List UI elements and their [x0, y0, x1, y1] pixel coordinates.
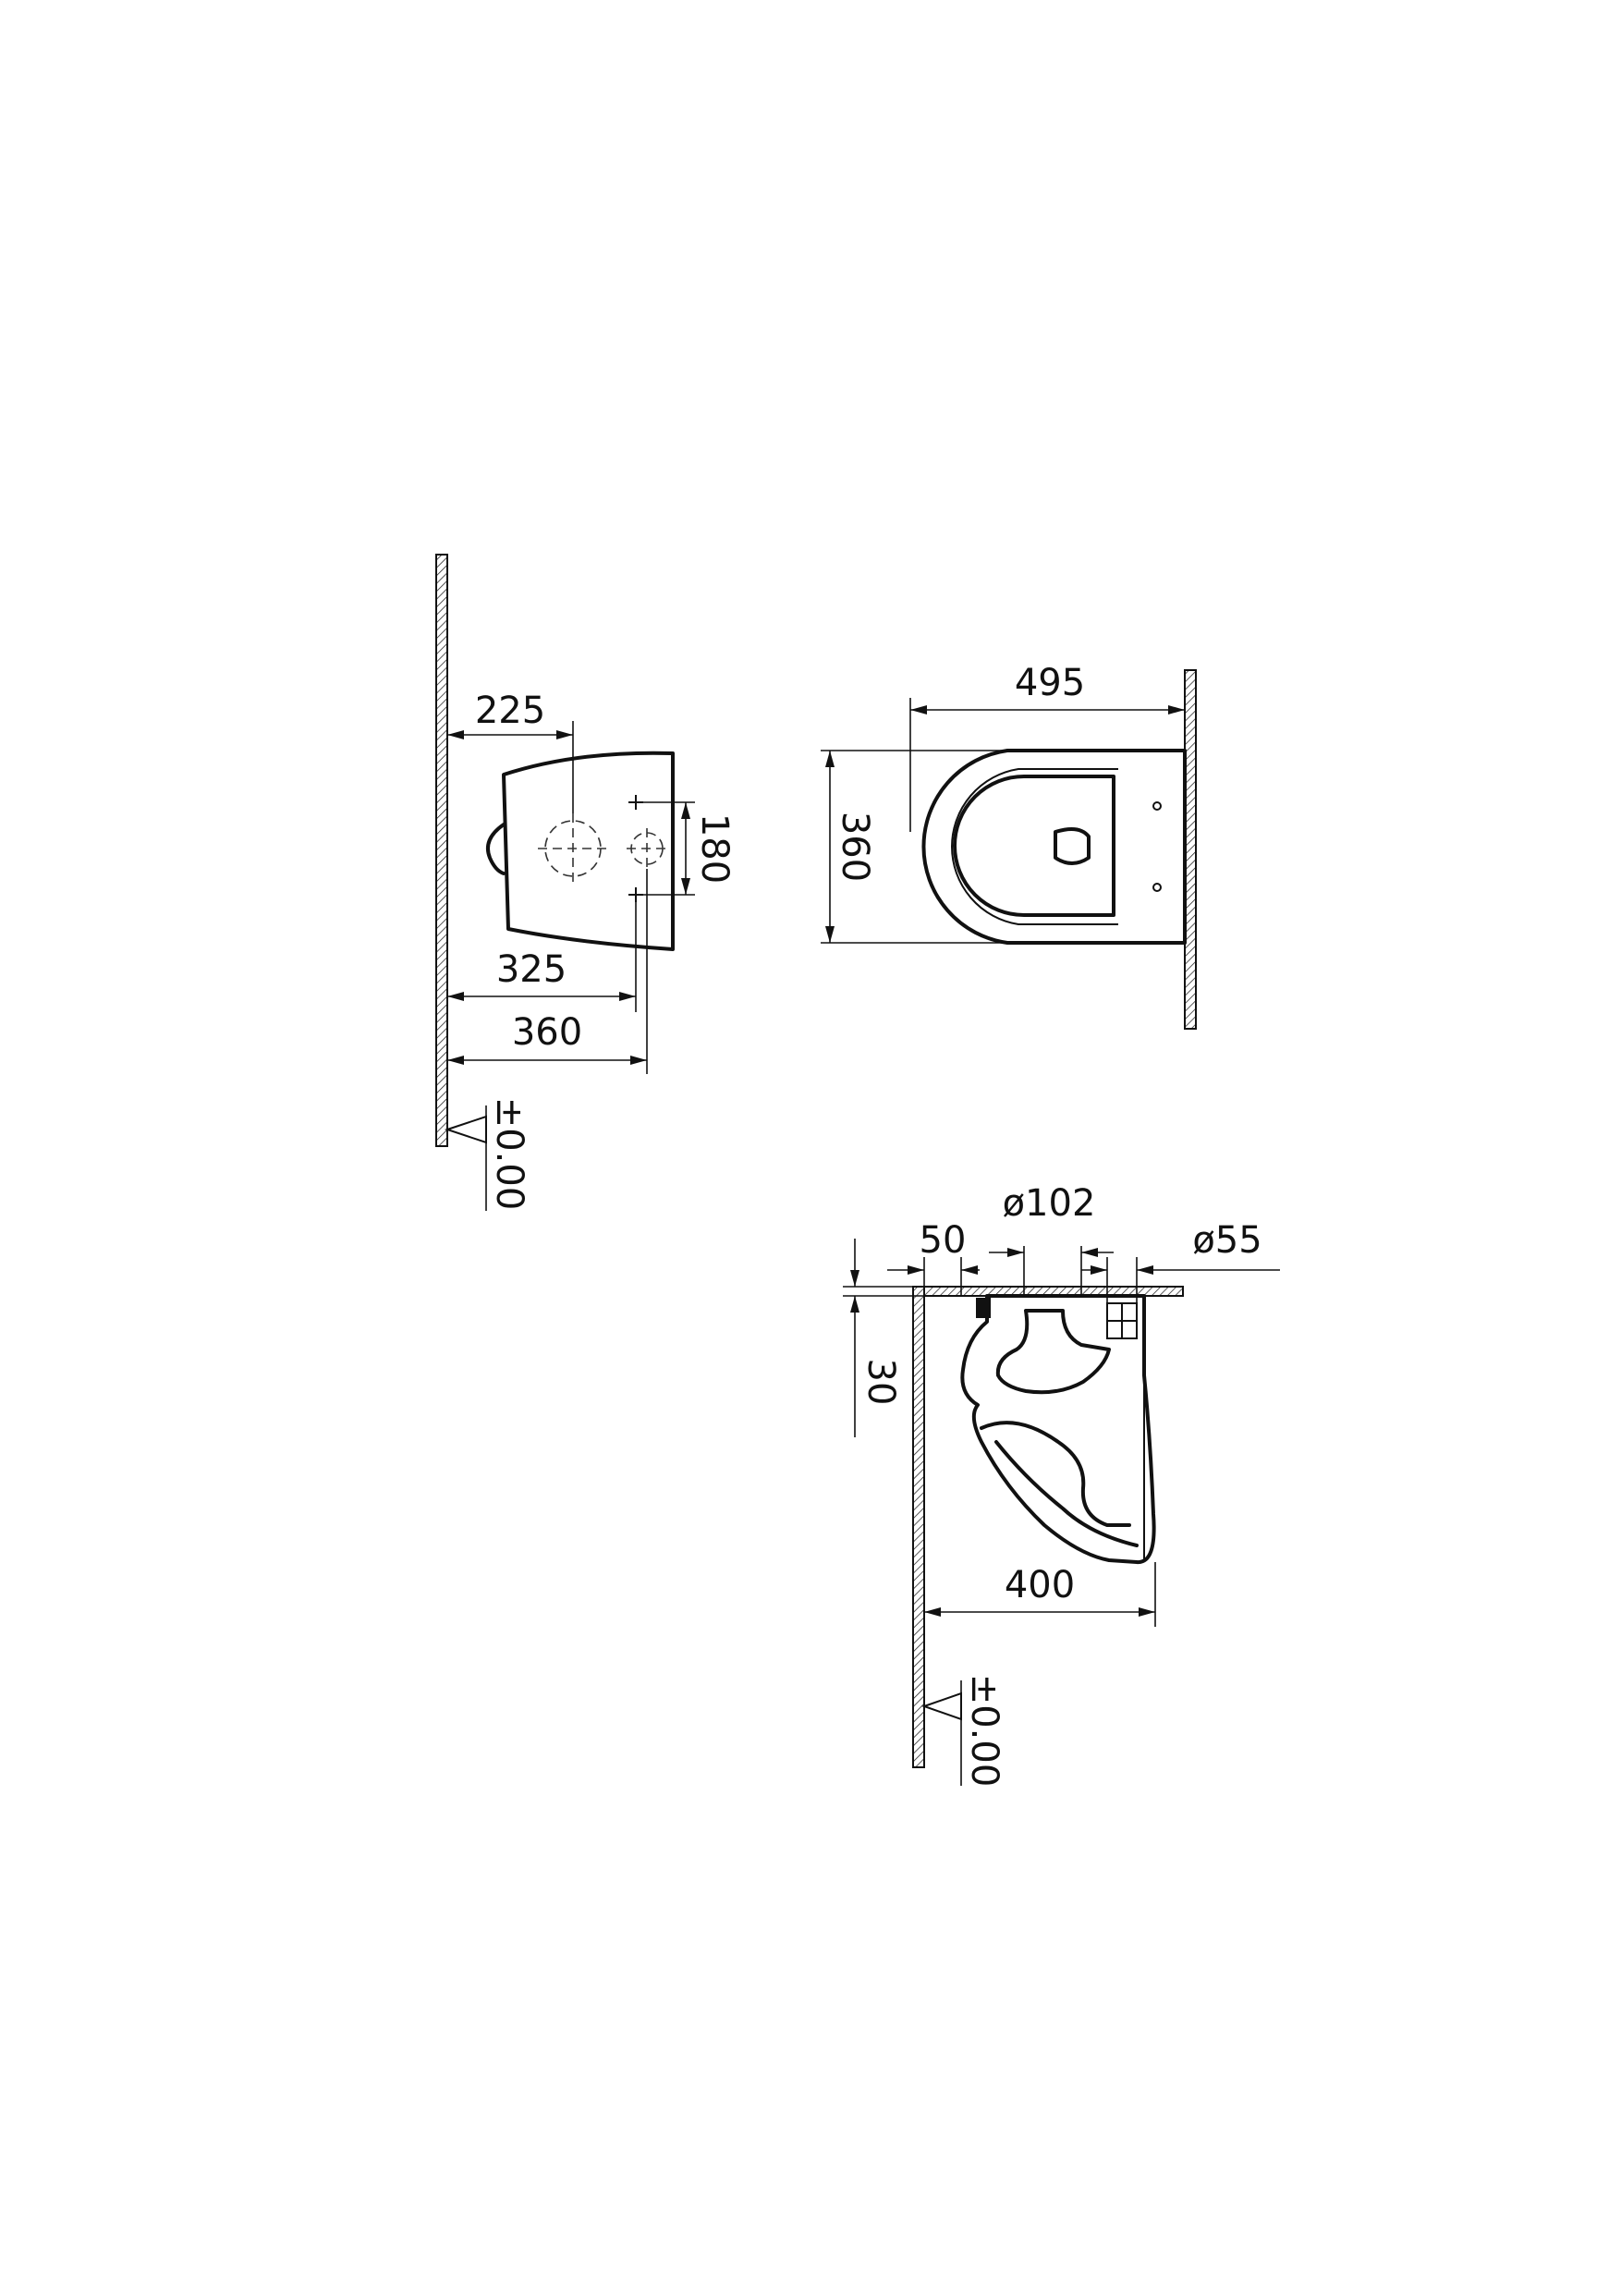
section-drain-pipe — [976, 1298, 991, 1318]
top-view-outlet — [1054, 826, 1091, 865]
dim-400-label: 400 — [1005, 1564, 1075, 1606]
section-bowl-lower — [994, 1440, 1139, 1547]
dim-diam-102-label: ø102 — [1003, 1182, 1096, 1225]
dim-325-label: 325 — [496, 948, 567, 991]
dim-360-label: 360 — [512, 1011, 582, 1054]
fixing-bolt-upper — [628, 795, 643, 810]
level-mark-section-label: ±0.00 — [963, 1674, 1006, 1788]
section-wall — [912, 1286, 925, 1768]
level-mark-rear-label: ±0.00 — [488, 1097, 530, 1211]
dim-30-label: 30 — [859, 1359, 902, 1406]
side-section: ø102 50 ø55 30 400 — [843, 1182, 1280, 1787]
top-view-bowl-outer — [921, 749, 1187, 945]
rear-view-seat-hinge — [485, 823, 506, 875]
rear-view-wall — [435, 554, 448, 1147]
dim-495-label: 495 — [1015, 662, 1085, 704]
top-view-rim — [951, 768, 1118, 925]
level-mark-rear: ±0.00 — [444, 1097, 530, 1211]
rear-view-bowl-outline — [502, 751, 675, 951]
dim-360-top-label: 360 — [834, 812, 876, 882]
dim-180-label: 180 — [693, 813, 736, 884]
level-mark-section: ±0.00 — [920, 1674, 1006, 1788]
section-trap — [995, 1309, 1111, 1395]
top-view-bowl-inner — [953, 775, 1115, 917]
fixing-bolt-lower — [628, 887, 643, 902]
dim-diam-55-label: ø55 — [1192, 1219, 1261, 1262]
top-view: 495 360 — [821, 662, 1197, 1030]
dim-225-label: 225 — [475, 690, 545, 732]
hinge-hole-upper — [1152, 801, 1162, 811]
section-body-outer — [960, 1294, 1156, 1565]
hinge-hole-lower — [1152, 883, 1162, 892]
dim-50-label: 50 — [920, 1219, 967, 1262]
section-bowl-inner — [980, 1421, 1131, 1527]
rear-view: 225 180 325 360 ±0.00 — [435, 554, 736, 1211]
